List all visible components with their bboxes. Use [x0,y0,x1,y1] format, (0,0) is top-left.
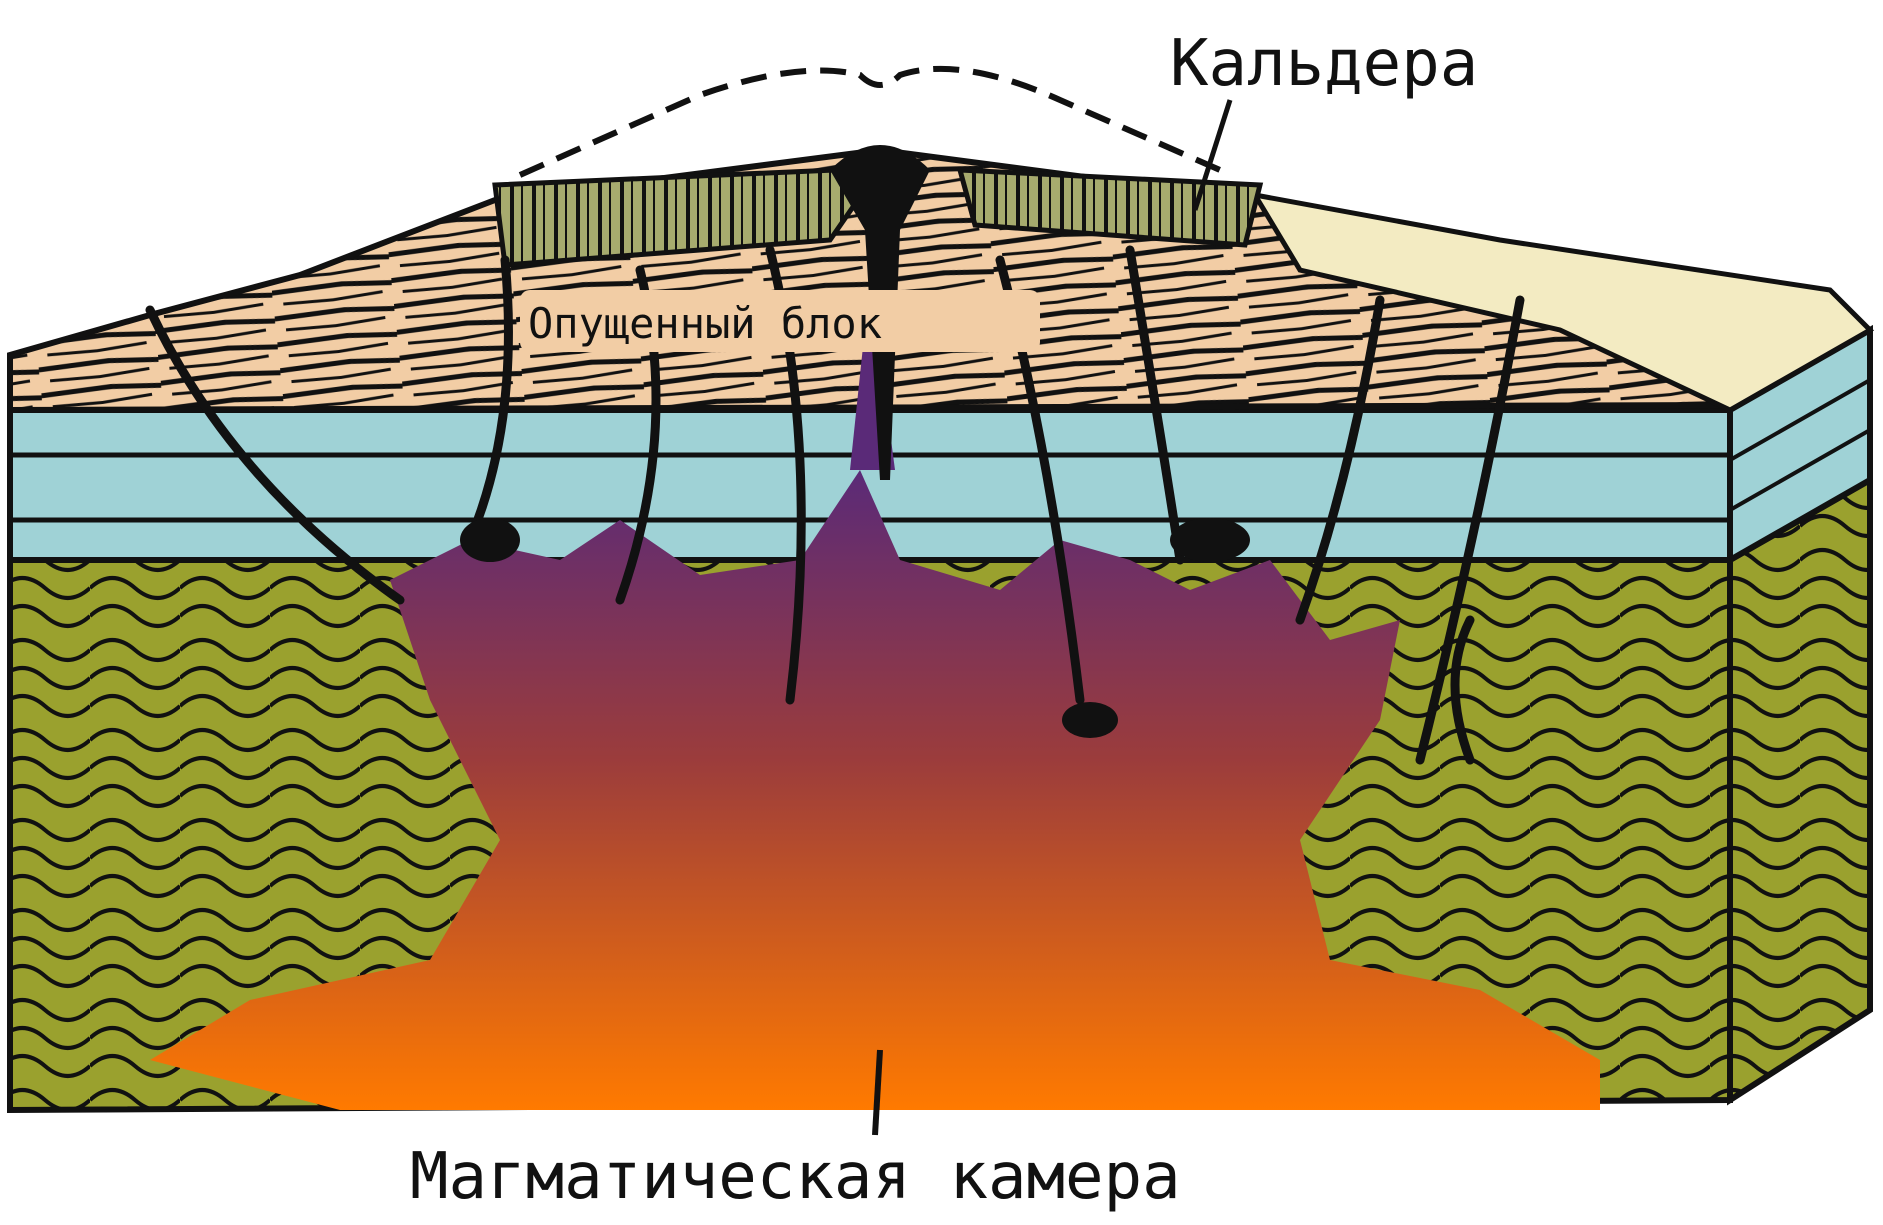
block-side-face-basement [1730,480,1870,1100]
caldera-label: Кальдера [1170,27,1478,101]
magma-chamber-label: Магматическая камера [410,1140,1181,1214]
sunken-block-label: Опущенный блок [528,299,882,348]
